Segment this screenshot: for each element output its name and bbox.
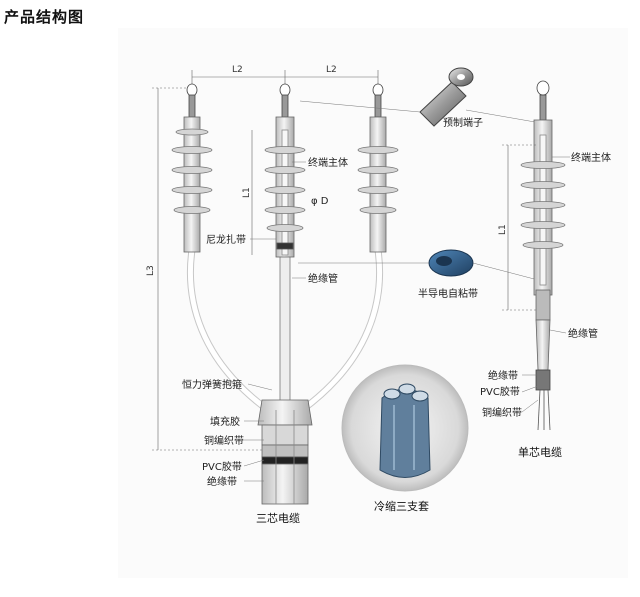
label-cold-shrink-breakout: 冷缩三支套: [374, 500, 429, 513]
single-core-termination: [502, 80, 570, 431]
label-copper-braid-left: 铜编织带: [204, 434, 244, 447]
label-l2-left: L2: [232, 65, 243, 75]
right-insulator: [357, 83, 399, 253]
label-terminal-body-left: 终端主体: [308, 156, 348, 169]
label-pvc-tape-left: PVC胶带: [202, 460, 242, 473]
label-constant-force-spring: 恒力弹簧抱箍: [182, 378, 242, 391]
label-insulation-tape-left: 绝缘带: [207, 475, 237, 488]
label-semicon-tape: 半导电自粘带: [418, 287, 478, 300]
label-single-core-cable: 单芯电缆: [518, 445, 562, 459]
label-l1-left: L1: [242, 187, 252, 198]
label-prefab-lug: 预制端子: [443, 116, 483, 129]
label-filler: 填充胶: [210, 415, 240, 428]
label-terminal-body-right: 终端主体: [571, 151, 611, 164]
label-l3: L3: [146, 265, 156, 276]
three-core-termination: [152, 70, 399, 505]
label-phi-d: φ D: [311, 196, 329, 207]
label-insulation-tube-left: 绝缘管: [308, 272, 338, 285]
center-insulator: [264, 83, 306, 258]
label-insulation-tape-right: 绝缘带: [488, 369, 518, 382]
cold-shrink-breakout-illustration: [341, 364, 469, 492]
prefab-lug-illustration: [299, 67, 536, 127]
label-copper-braid-right: 铜编织带: [482, 406, 522, 419]
label-insulation-tube-right: 绝缘管: [568, 327, 598, 340]
label-nylon-tie: 尼龙扎带: [206, 233, 246, 246]
label-l2-right: L2: [326, 65, 337, 75]
page-title: 产品结构图: [4, 8, 85, 26]
semicon-tape-illustration: [298, 249, 539, 281]
label-pvc-tape-right: PVC胶带: [480, 385, 520, 398]
left-insulator: [171, 83, 213, 253]
three-core-breakout-body: [257, 399, 313, 505]
label-three-core-cable: 三芯电缆: [256, 511, 300, 525]
label-l1-right: L1: [498, 224, 508, 235]
